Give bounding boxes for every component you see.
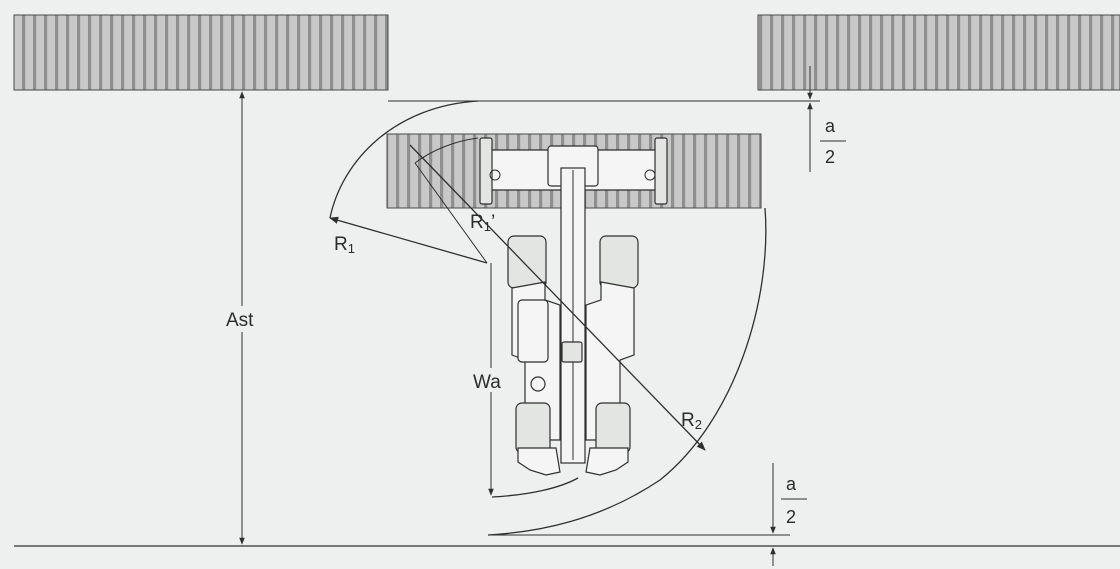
radius-line-r1-prime — [414, 162, 488, 264]
rack-top-right — [757, 14, 1120, 91]
fraction-top-numerator: a — [825, 116, 836, 136]
label-wa: Wa — [473, 372, 501, 393]
turning-arc-r1 — [329, 100, 479, 219]
fraction-bottom-numerator: a — [786, 474, 797, 494]
turning-arc-r1-prime — [414, 137, 479, 164]
rack-top-left — [13, 14, 389, 91]
label-ast: Ast — [226, 310, 254, 331]
turning-arc-r2 — [487, 207, 767, 536]
forklift — [479, 137, 668, 476]
radius-line-r1 — [329, 216, 488, 264]
label-r1: R1 — [334, 234, 355, 256]
radius-line-r2 — [409, 144, 706, 451]
label-r1-prime: R1’ — [470, 212, 495, 234]
fraction-top-denominator: 2 — [825, 147, 835, 167]
fraction-bottom-denominator: 2 — [786, 507, 796, 527]
turning-arc-inner — [491, 477, 579, 498]
label-r2: R2 — [681, 410, 702, 432]
